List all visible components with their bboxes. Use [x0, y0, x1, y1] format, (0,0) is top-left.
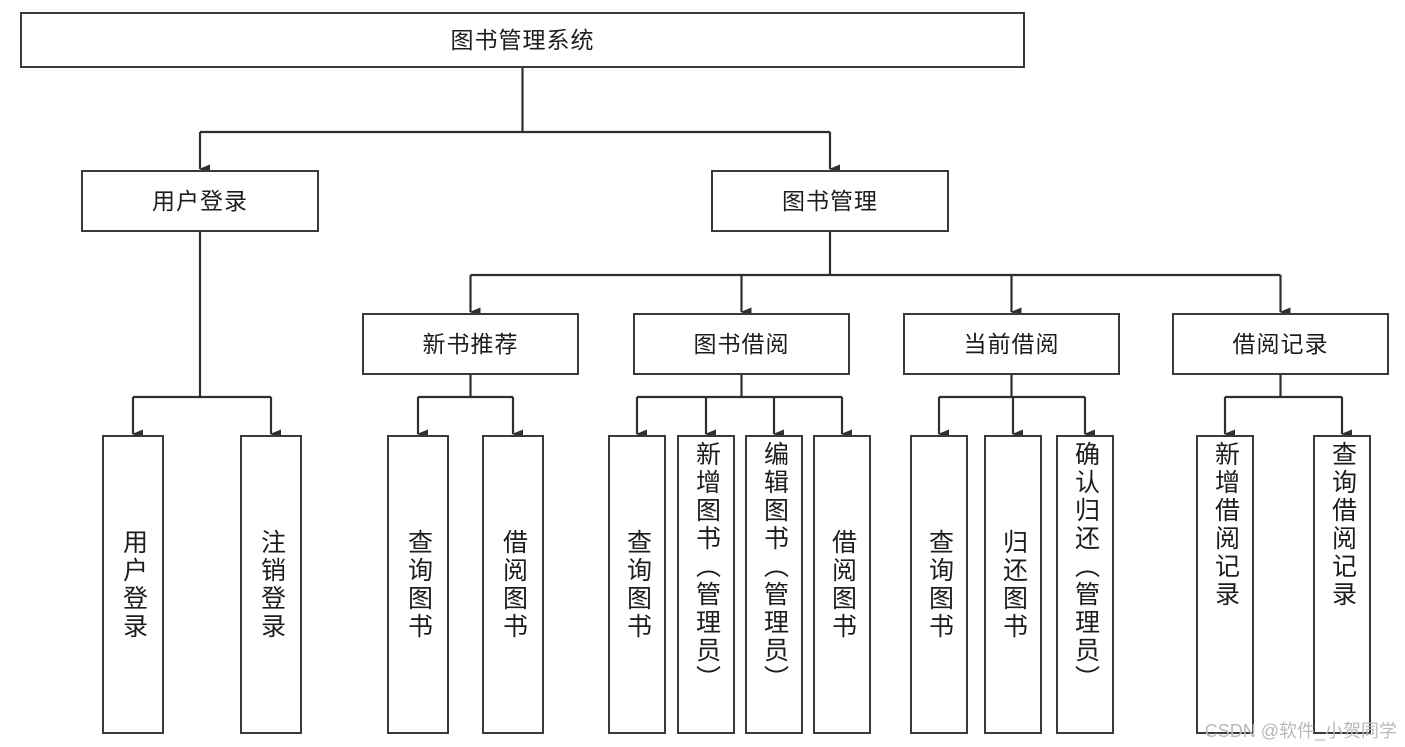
node-label: 用户登录 — [152, 187, 248, 214]
node-label: 归还图书 — [999, 528, 1028, 641]
edge-group — [131, 68, 1352, 439]
node-label: 借阅记录 — [1232, 330, 1329, 357]
node-label: 图书管理 — [782, 187, 878, 214]
node-label: 新增借阅记录 — [1211, 441, 1240, 609]
node-leaf-bor-3[interactable]: 编辑图书（管理员） — [745, 435, 803, 734]
node-leaf-new-1[interactable]: 查询图书 — [387, 435, 449, 734]
node-label: 借阅图书 — [499, 528, 528, 641]
node-leaf-rec-2[interactable]: 查询借阅记录 — [1313, 435, 1371, 734]
node-label: 图书管理系统 — [450, 26, 595, 53]
node-leaf-rec-1[interactable]: 新增借阅记录 — [1196, 435, 1254, 734]
node-label: 图书借阅 — [693, 330, 790, 357]
node-leaf-bor-1[interactable]: 查询图书 — [608, 435, 666, 734]
node-label: 查询图书 — [623, 528, 652, 641]
node-label: 注销登录 — [257, 528, 286, 641]
node-leaf-new-2[interactable]: 借阅图书 — [482, 435, 544, 734]
node-leaf-login-2[interactable]: 注销登录 — [240, 435, 302, 734]
node-root[interactable]: 图书管理系统 — [20, 12, 1025, 68]
node-leaf-bor-4[interactable]: 借阅图书 — [813, 435, 871, 734]
node-label: 确认归还（管理员） — [1071, 441, 1100, 693]
node-borrow[interactable]: 图书借阅 — [633, 313, 850, 375]
node-label: 借阅图书 — [828, 528, 857, 641]
node-label: 用户登录 — [119, 528, 148, 641]
node-records[interactable]: 借阅记录 — [1172, 313, 1389, 375]
node-label: 查询图书 — [925, 528, 954, 641]
node-leaf-bor-2[interactable]: 新增图书（管理员） — [677, 435, 735, 734]
node-label: 查询借阅记录 — [1328, 441, 1357, 609]
node-label: 新增图书（管理员） — [692, 441, 721, 693]
node-label: 编辑图书（管理员） — [760, 441, 789, 693]
node-leaf-cur-1[interactable]: 查询图书 — [910, 435, 968, 734]
node-current[interactable]: 当前借阅 — [903, 313, 1120, 375]
node-label: 新书推荐 — [422, 330, 519, 357]
node-label: 查询图书 — [404, 528, 433, 641]
node-newbook[interactable]: 新书推荐 — [362, 313, 579, 375]
node-leaf-login-1[interactable]: 用户登录 — [102, 435, 164, 734]
node-label: 当前借阅 — [963, 330, 1060, 357]
node-leaf-cur-3[interactable]: 确认归还（管理员） — [1056, 435, 1114, 734]
node-leaf-cur-2[interactable]: 归还图书 — [984, 435, 1042, 734]
node-login[interactable]: 用户登录 — [81, 170, 319, 232]
node-bookmgmt[interactable]: 图书管理 — [711, 170, 949, 232]
